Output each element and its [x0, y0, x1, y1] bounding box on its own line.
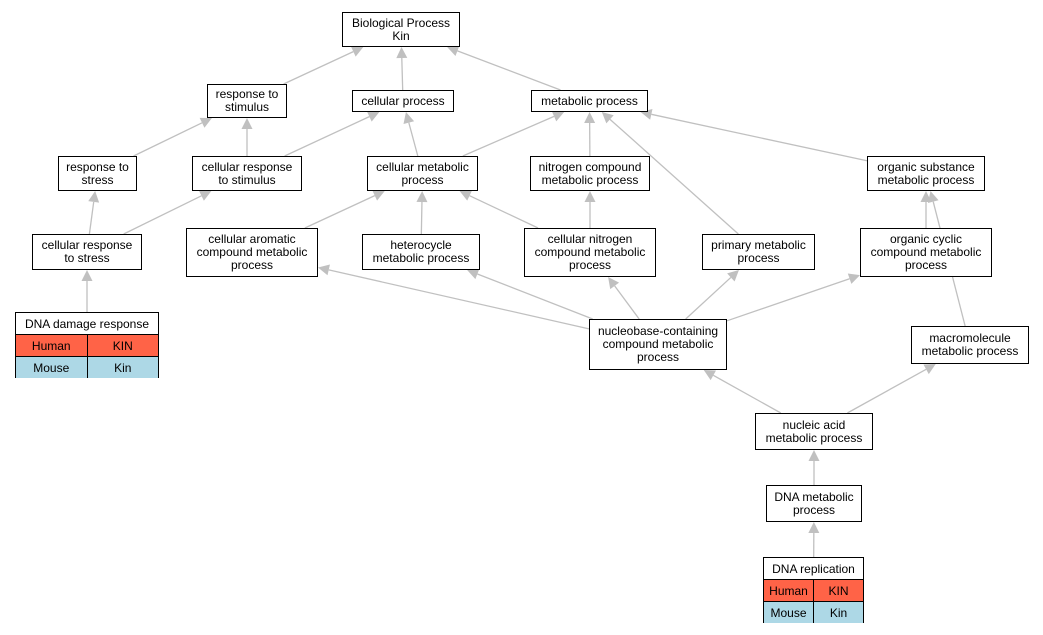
arrowhead-primary_metabolic_process-to-metabolic_process: [601, 112, 614, 124]
species-cell: Mouse: [770, 605, 807, 620]
root[interactable]: Biological Process Kin: [342, 12, 460, 47]
gene-cell: KIN: [813, 580, 863, 601]
arrowhead-heterocycle_metabolic_process-to-cellular_metabolic_process: [416, 191, 428, 203]
arrowhead-response_to_stress-to-response_to_stimulus: [199, 117, 212, 128]
arrowhead-response_to_stimulus-to-root: [351, 46, 364, 57]
arrowhead-nucleic_acid_metabolic_process-to-macromolecule_metabolic_process: [923, 364, 936, 375]
macromolecule_metabolic_process[interactable]: macromolecule metabolic process: [911, 326, 1029, 364]
edge-nucleobase_containing_compound_metabolic_process-to-organic_cyclic_compound_metabolic_process: [726, 278, 850, 322]
arrowhead-cellular_process-to-root: [396, 47, 408, 59]
gene-table-title: DNA replication: [764, 558, 863, 580]
edge-nucleic_acid_metabolic_process-to-nucleobase_containing_compound_metabolic_process: [713, 374, 782, 414]
arrowhead-metabolic_process-to-root: [447, 45, 460, 57]
gene-cell: Kin: [86, 357, 159, 378]
edge-cellular_process-to-root: [401, 57, 404, 91]
edge-response_to_stimulus-to-root: [283, 51, 354, 85]
response_to_stimulus[interactable]: response to stimulus: [207, 84, 287, 118]
nucleobase_containing_compound_metabolic_process[interactable]: nucleobase-containing compound metabolic…: [589, 319, 727, 370]
edge-nucleobase_containing_compound_metabolic_process-to-heterocycle_metabolic_process: [477, 273, 593, 320]
cellular_metabolic_process[interactable]: cellular metabolic process: [367, 156, 478, 191]
arrowhead-cellular_nitrogen_compound_metabolic_process-to-nitrogen_compound_metabolic_process: [584, 191, 596, 202]
primary_metabolic_process[interactable]: primary metabolic process: [702, 234, 815, 270]
arrowhead-macromolecule_metabolic_process-to-organic_substance_metabolic_process: [927, 191, 939, 204]
arrowhead-dna_replication-to-dna_metabolic_process: [808, 522, 820, 534]
cellular_process[interactable]: cellular process: [352, 90, 454, 112]
edge-heterocycle_metabolic_process-to-cellular_metabolic_process: [420, 201, 423, 235]
edge-cellular_metabolic_process-to-metabolic_process: [462, 115, 555, 157]
dna_damage_response[interactable]: DNA damage response Human KIN Mouse Kin: [15, 312, 159, 378]
gene-row-human: Human KIN: [764, 580, 863, 602]
gene-row-human: Human KIN: [16, 335, 158, 357]
edge-organic_substance_metabolic_process-to-metabolic_process: [651, 113, 868, 162]
species-cell: Mouse: [33, 360, 70, 375]
cellular_nitrogen_compound_metabolic_process[interactable]: cellular nitrogen compound metabolic pro…: [524, 228, 656, 277]
gene-cell: KIN: [86, 335, 159, 356]
arrowhead-nucleobase_containing_compound_metabolic_process-to-cellular_nitrogen_compound_metabolic_process: [608, 277, 620, 290]
organic_cyclic_compound_metabolic_process[interactable]: organic cyclic compound metabolic proces…: [860, 228, 992, 277]
organic_substance_metabolic_process[interactable]: organic substance metabolic process: [867, 156, 985, 191]
cellular_response_to_stress[interactable]: cellular response to stress: [32, 234, 142, 270]
response_to_stress[interactable]: response to stress: [58, 156, 137, 191]
edge-primary_metabolic_process-to-metabolic_process: [609, 118, 739, 235]
nucleic_acid_metabolic_process[interactable]: nucleic acid metabolic process: [755, 413, 873, 450]
edge-cellular_response_to_stimulus-to-cellular_process: [284, 116, 370, 157]
edge-nucleobase_containing_compound_metabolic_process-to-cellular_nitrogen_compound_metabolic_process: [614, 285, 640, 320]
arrowhead-nucleobase_containing_compound_metabolic_process-to-heterocycle_metabolic_process: [467, 268, 480, 280]
edge-response_to_stress-to-response_to_stimulus: [133, 122, 203, 157]
metabolic_process[interactable]: metabolic process: [531, 90, 648, 112]
arrowhead-cellular_response_to_stress-to-response_to_stress: [88, 191, 100, 203]
edge-metabolic_process-to-root: [457, 50, 561, 91]
edge-nucleic_acid_metabolic_process-to-macromolecule_metabolic_process: [847, 368, 927, 414]
arrowhead-cellular_response_to_stimulus-to-cellular_process: [367, 111, 380, 122]
arrowhead-cellular_metabolic_process-to-metabolic_process: [551, 111, 565, 122]
edge-nucleobase_containing_compound_metabolic_process-to-primary_metabolic_process: [685, 276, 732, 320]
species-cell: Human: [31, 338, 71, 353]
species-cell: Human: [769, 583, 808, 598]
arrowhead-nucleobase_containing_compound_metabolic_process-to-primary_metabolic_process: [727, 270, 739, 282]
cellular_response_to_stimulus[interactable]: cellular response to stimulus: [192, 156, 302, 191]
dna_replication[interactable]: DNA replication Human KIN Mouse Kin: [763, 557, 864, 623]
cellular_aromatic_compound_metabolic_process[interactable]: cellular aromatic compound metabolic pro…: [186, 228, 318, 277]
arrowhead-cellular_metabolic_process-to-cellular_process: [403, 112, 415, 125]
arrowhead-cellular_aromatic_compound_metabolic_process-to-cellular_metabolic_process: [372, 190, 385, 201]
edge-nucleobase_containing_compound_metabolic_process-to-cellular_aromatic_compound_metabolic_process: [328, 269, 590, 330]
arrowhead-cellular_nitrogen_compound_metabolic_process-to-cellular_metabolic_process: [459, 190, 472, 201]
heterocycle_metabolic_process[interactable]: heterocycle metabolic process: [362, 234, 480, 270]
edge-cellular_response_to_stress-to-response_to_stress: [88, 201, 95, 235]
nitrogen_compound_metabolic_process[interactable]: nitrogen compound metabolic process: [530, 156, 650, 191]
edge-cellular_aromatic_compound_metabolic_process-to-cellular_metabolic_process: [304, 195, 376, 229]
edge-cellular_metabolic_process-to-cellular_process: [408, 122, 419, 157]
edge-cellular_nitrogen_compound_metabolic_process-to-cellular_metabolic_process: [469, 195, 539, 229]
edge-cellular_response_to_stress-to-cellular_response_to_stimulus: [123, 195, 202, 235]
arrowhead-nucleobase_containing_compound_metabolic_process-to-organic_cyclic_compound_metabolic_process: [847, 273, 860, 284]
arrowhead-dna_metabolic_process-to-nucleic_acid_metabolic_process: [808, 450, 820, 461]
gene-cell: Kin: [813, 602, 863, 623]
arrowhead-nucleobase_containing_compound_metabolic_process-to-cellular_aromatic_compound_metabolic_process: [318, 264, 330, 276]
arrowhead-dna_damage_response-to-cellular_response_to_stress: [81, 270, 93, 281]
arrowhead-cellular_response_to_stimulus-to-response_to_stimulus: [241, 118, 253, 129]
gene-row-mouse: Mouse Kin: [764, 602, 863, 623]
gene-row-mouse: Mouse Kin: [16, 357, 158, 378]
dna_metabolic_process[interactable]: DNA metabolic process: [766, 485, 862, 522]
arrowhead-nitrogen_compound_metabolic_process-to-metabolic_process: [584, 112, 596, 124]
arrowhead-cellular_response_to_stress-to-cellular_response_to_stimulus: [199, 190, 212, 201]
arrowhead-nucleic_acid_metabolic_process-to-nucleobase_containing_compound_metabolic_process: [703, 370, 717, 381]
gene-table-title: DNA damage response: [16, 313, 158, 335]
